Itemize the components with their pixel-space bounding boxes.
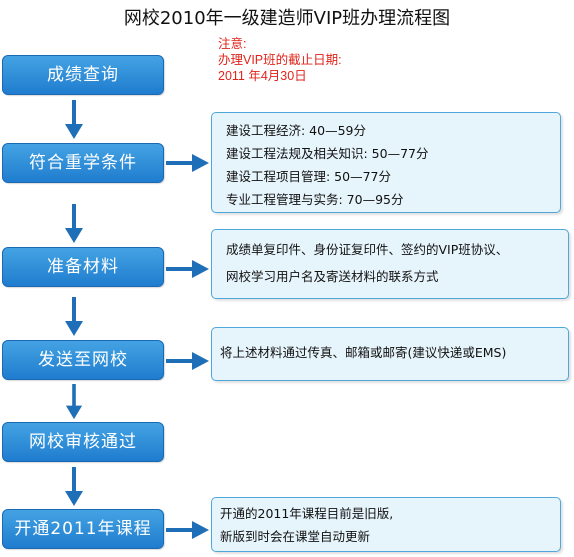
send-box: 将上述材料通过传真、邮箱或邮寄(建议快递或EMS) [211, 327, 569, 381]
materials-line: 成绩单复印件、身份证复印件、签约的VIP班协议、 [226, 242, 509, 257]
down-arrow-icon [65, 100, 83, 139]
step-score-query: 成绩查询 [2, 55, 164, 95]
down-arrow-icon [65, 297, 83, 336]
materials-box: 成绩单复印件、身份证复印件、签约的VIP班协议、 网校学习用户名及寄送材料的联系… [211, 229, 569, 299]
step-review-approved: 网校审核通过 [2, 422, 164, 462]
notice-deadline-date: 2011 年4月30日 [218, 69, 307, 83]
down-arrow-icon [65, 204, 83, 243]
open-course-box: 开通的2011年课程目前是旧版, 新版到时会在课堂自动更新 [211, 497, 561, 552]
open-course-line: 开通的2011年课程目前是旧版, [220, 506, 394, 521]
right-arrow-icon [166, 352, 209, 370]
send-line: 将上述材料通过传真、邮箱或邮寄(建议快递或EMS) [220, 345, 507, 360]
step-send-to-school: 发送至网校 [2, 340, 164, 380]
diagram-title: 网校2010年一级建造师VIP班办理流程图 [123, 8, 451, 29]
notice-deadline-label: 办理VIP班的截止日期: [218, 53, 342, 67]
step-open-course: 开通2011年课程 [2, 509, 164, 549]
condition-item: 建设工程经济: 40—59分 [226, 123, 366, 138]
right-arrow-icon [166, 260, 209, 278]
open-course-line: 新版到时会在课堂自动更新 [220, 529, 371, 544]
conditions-box: 建设工程经济: 40—59分 建设工程法规及相关知识: 50—77分 建设工程项… [211, 112, 561, 213]
condition-item: 建设工程项目管理: 50—77分 [226, 169, 391, 184]
notice-label: 注意: [218, 37, 247, 51]
step-prepare-materials: 准备材料 [2, 247, 164, 287]
right-arrow-icon [166, 154, 209, 172]
condition-item: 专业工程管理与实务: 70—95分 [226, 192, 404, 207]
down-arrow-icon [65, 467, 83, 506]
down-arrow-icon [65, 384, 83, 420]
deadline-notice: 注意: 办理VIP班的截止日期: 2011 年4月30日 [218, 36, 342, 84]
step-eligibility: 符合重学条件 [2, 143, 164, 183]
materials-line: 网校学习用户名及寄送材料的联系方式 [226, 269, 439, 284]
condition-item: 建设工程法规及相关知识: 50—77分 [226, 146, 429, 161]
right-arrow-icon [166, 521, 209, 539]
